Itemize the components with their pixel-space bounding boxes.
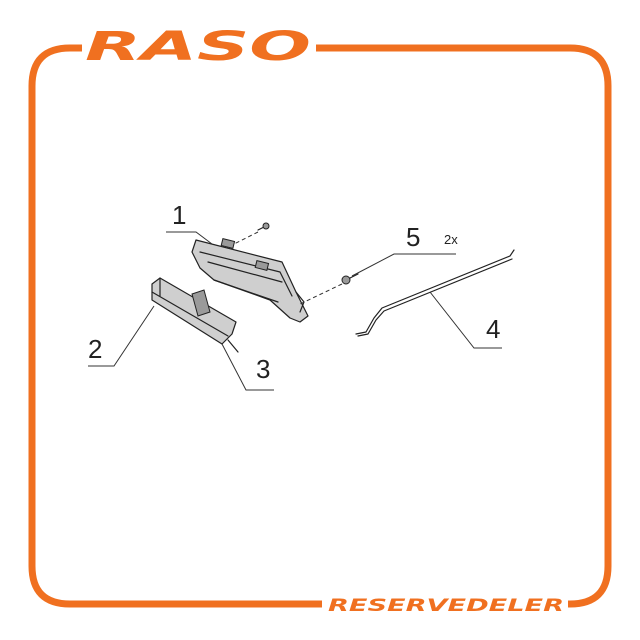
callout-3: 3 [256,354,270,384]
part-5-screw [299,273,359,305]
brand-footer: RESERVEDELER [328,596,564,616]
callout-2: 2 [88,334,102,364]
callout-5-quantity: 2x [444,232,458,247]
part-3-clip [227,339,239,353]
callout-1: 1 [172,200,186,230]
screw-top [233,222,270,245]
callout-4: 4 [486,314,500,344]
part-1-housing [191,238,309,323]
part-4-rod [355,249,515,337]
callout-5: 5 [406,222,420,252]
brand-logo: RASO [85,24,311,70]
frame-border [28,44,612,608]
part-2-handle [151,277,237,345]
leader-lines [88,231,502,391]
